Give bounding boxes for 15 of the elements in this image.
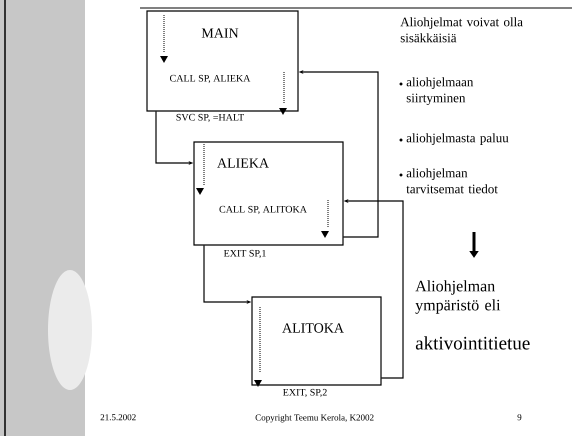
- copyright-label: Copyright Teemu Kerola, K2002: [256, 414, 374, 422]
- bullet-item: aliohjelman tarvitsemat tiedot: [406, 168, 498, 194]
- bullet-item: aliohjelmasta paluu: [406, 133, 509, 145]
- page-number: 9: [518, 414, 522, 420]
- program-box: MAIN CALL SP, ALIEKA: [146, 10, 299, 112]
- note-text: Aliohjelmat voivat olla sisäkkäisiä: [400, 17, 523, 42]
- note-text: Aliohjelman ympäristö eli: [415, 280, 500, 314]
- note-text: aktivointitietue: [416, 336, 530, 350]
- instruction-label: EXIT SP,1: [224, 250, 266, 258]
- bullet-item: aliohjelmaan siirtyminen: [406, 77, 474, 106]
- program-box: ALIEKA CALL SP, ALITOKA: [193, 141, 344, 246]
- date-label: 21.5.2002: [100, 414, 136, 420]
- instruction-label: SVC SP, =HALT: [176, 114, 244, 122]
- instruction-label: EXIT, SP,2: [283, 388, 327, 398]
- program-box: ALITOKA: [251, 296, 382, 386]
